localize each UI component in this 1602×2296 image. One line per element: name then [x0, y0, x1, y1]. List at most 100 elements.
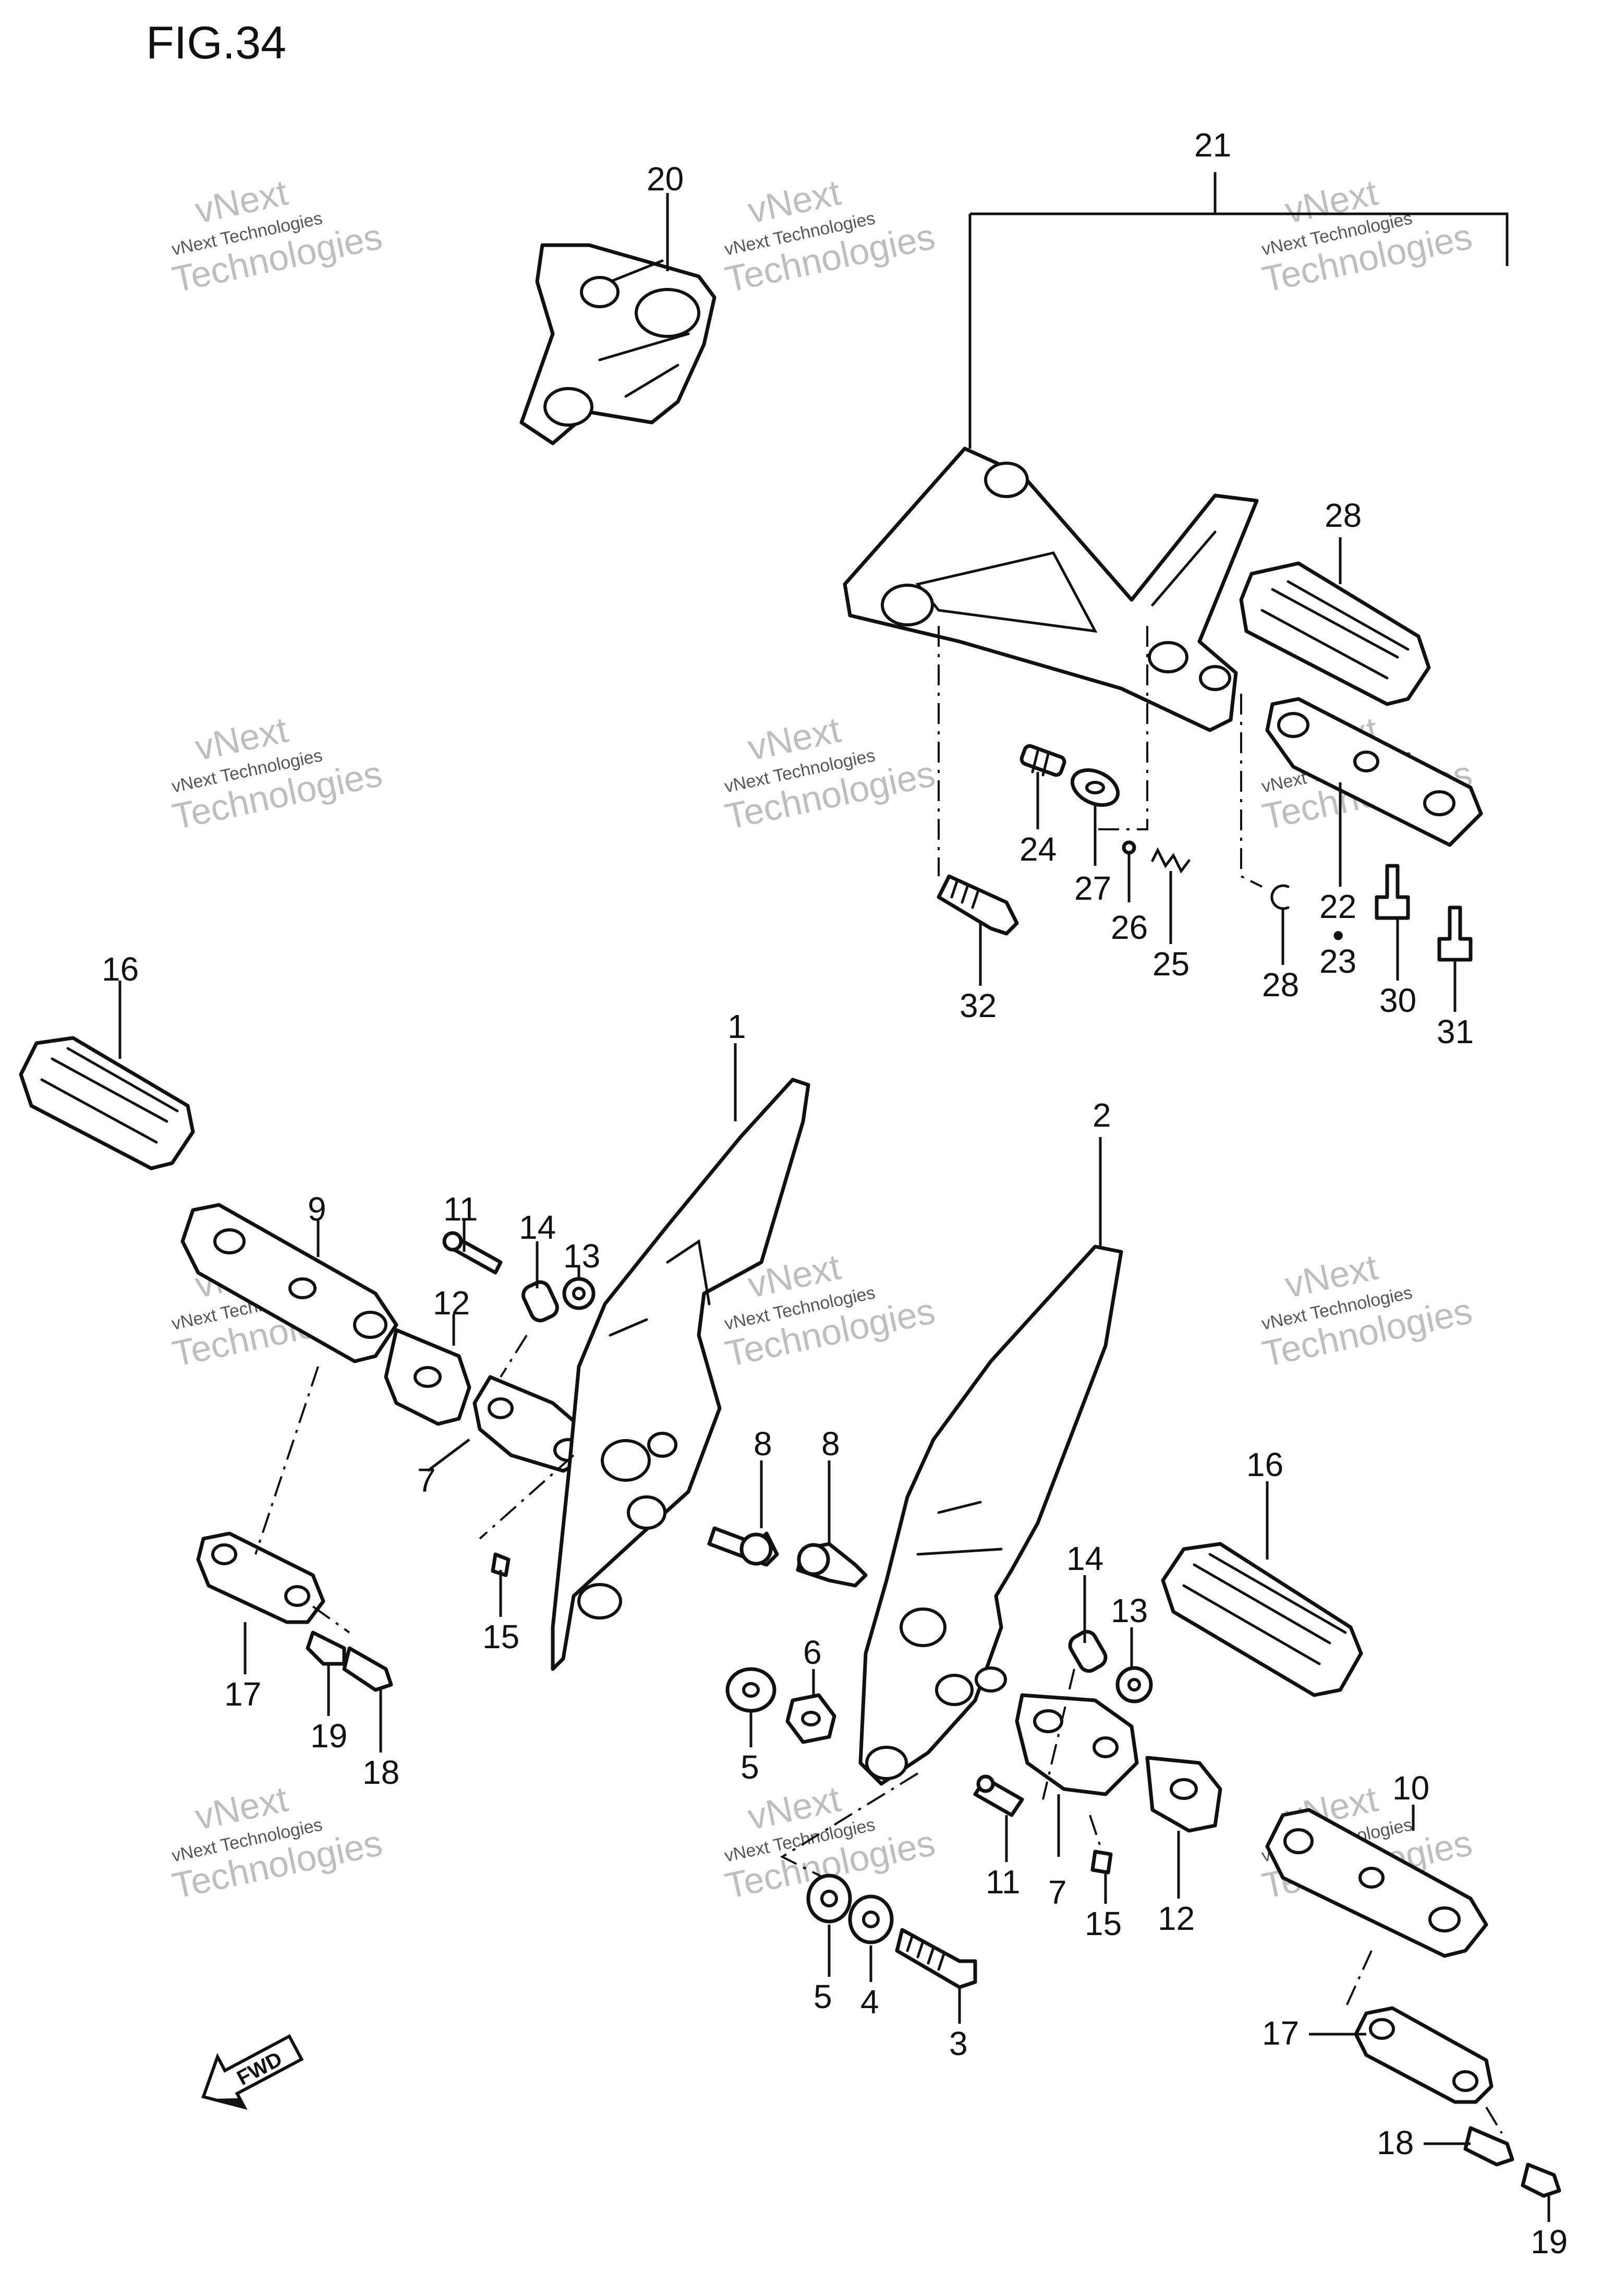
part-5-washer-a — [725, 1667, 776, 1713]
callout-4: 4 — [860, 1983, 879, 2021]
part-11-pin-right — [973, 1774, 1024, 1817]
callout-19-left: 19 — [310, 1717, 347, 1755]
part-8-bolt-a — [707, 1526, 779, 1567]
callout-25: 25 — [1152, 945, 1190, 983]
callout-32: 32 — [960, 987, 997, 1024]
callout-30: 30 — [1379, 982, 1416, 1019]
callout-8-a: 8 — [754, 1425, 772, 1463]
part-9-footpeg-left — [180, 1203, 398, 1363]
part-5-washer-b — [806, 1874, 852, 1924]
watermark: vNext vNext Technologies Technologies — [169, 172, 386, 300]
callout-11-right: 11 — [986, 1863, 1020, 1901]
part-30-screw — [1375, 864, 1410, 920]
callout-13-right: 13 — [1111, 1592, 1148, 1629]
callout-28: 28 — [1262, 966, 1299, 1004]
callout-8-b: 8 — [821, 1425, 840, 1463]
callout-3: 3 — [949, 2025, 968, 2062]
part-1-bracket — [551, 1078, 810, 1671]
callout-labels: 20 21 28 22 • 23 24 27 26 25 28 30 31 32… — [102, 126, 1568, 2261]
callout-6: 6 — [803, 1634, 822, 1671]
callout-26: 26 — [1111, 909, 1148, 946]
part-8-bolt-b — [796, 1542, 868, 1588]
callout-11-left: 11 — [443, 1190, 478, 1228]
part-10-footpeg-right — [1265, 1808, 1488, 1958]
part-4-washer — [848, 1894, 894, 1944]
part-24-bolt — [1020, 744, 1066, 777]
part-22-footpeg — [1265, 697, 1483, 847]
watermark: vNext vNext Technologies Technologies — [169, 1779, 386, 1906]
part-3-bolt — [895, 1928, 977, 1989]
part-14-collar-right — [1068, 1629, 1108, 1673]
callout-29: 28 — [1325, 497, 1362, 534]
part-12-bracket-left — [384, 1328, 471, 1426]
part-14-collar-left — [521, 1280, 559, 1323]
callout-18-left: 18 — [362, 1754, 399, 1791]
callout-5-b: 5 — [814, 1978, 832, 2015]
part-12-bracket-right — [1145, 1756, 1222, 1833]
callout-22: 22 — [1319, 888, 1356, 925]
part-17-plate-right — [1354, 2006, 1494, 2104]
part-25-spring — [1151, 847, 1191, 874]
part-31-screw — [1437, 905, 1473, 962]
figure-title: FIG.34 — [146, 17, 286, 68]
part-18-screw-left — [342, 1646, 393, 1692]
part-13-nut-left — [562, 1277, 596, 1310]
watermark: vNext vNext Technologies Technologies — [1259, 1247, 1476, 1374]
part-29-footpeg-rubber — [1239, 561, 1431, 706]
part-20-bracket — [519, 243, 717, 445]
callout-17-left: 17 — [224, 1675, 261, 1713]
part-28-clip — [1270, 884, 1290, 910]
callout-21: 21 — [1194, 126, 1231, 164]
callout-dot: • — [1332, 916, 1344, 954]
callout-5-a: 5 — [741, 1748, 759, 1786]
callout-14-right: 14 — [1066, 1540, 1103, 1577]
callout-16-right: 16 — [1246, 1446, 1283, 1483]
part-32-bolt — [937, 874, 1019, 936]
callout-12-left: 12 — [433, 1284, 470, 1322]
callout-15-right: 15 — [1085, 1905, 1122, 1942]
fwd-direction-arrow: FWD — [201, 2034, 304, 2110]
callout-10: 10 — [1392, 1769, 1429, 1807]
part-21-bracket-assembly — [843, 446, 1259, 732]
leader-lines — [118, 193, 1550, 2222]
part-7-holder-left — [472, 1375, 591, 1473]
watermark: vNext vNext Technologies Technologies — [722, 709, 939, 837]
callout-13-left: 13 — [563, 1237, 600, 1275]
callout-20: 20 — [647, 160, 684, 198]
part-13-nut-right — [1115, 1666, 1153, 1703]
callout-19-right: 19 — [1531, 2223, 1568, 2261]
part-15-clip-right — [1090, 1850, 1113, 1875]
part-15-clip-left — [491, 1552, 511, 1577]
assembly-lines — [254, 626, 1503, 2134]
callout-2: 2 — [1093, 1096, 1111, 1134]
callout-17-right: 17 — [1262, 2014, 1299, 2052]
callout-31: 31 — [1437, 1013, 1474, 1050]
part-16-footpeg-rubber-left — [19, 1036, 195, 1170]
callout-21-bracket — [968, 172, 1509, 449]
part-27-washer — [1070, 768, 1120, 807]
part-11-pin-left — [442, 1231, 503, 1275]
callout-9: 9 — [308, 1190, 326, 1228]
part-16-footpeg-rubber-right — [1161, 1542, 1363, 1697]
callout-16-left: 16 — [102, 950, 139, 988]
callout-7-left: 7 — [417, 1461, 436, 1499]
part-19-screw-right — [1521, 2162, 1561, 2198]
part-19-screw-left — [306, 1630, 346, 1666]
callout-15-left: 15 — [482, 1618, 519, 1655]
watermark: vNext vNext Technologies Technologies — [722, 172, 939, 300]
callout-27: 27 — [1074, 869, 1111, 907]
part-2-bracket — [858, 1244, 1123, 1786]
callout-14-left: 14 — [519, 1209, 556, 1246]
callout-12-right: 12 — [1158, 1900, 1195, 1937]
callout-23: 23 — [1319, 942, 1356, 980]
part-6-nut — [785, 1693, 836, 1744]
watermark: vNext vNext Technologies Technologies — [1259, 172, 1476, 300]
callout-1: 1 — [727, 1008, 746, 1045]
part-7-holder-right — [1015, 1693, 1139, 1796]
callout-24: 24 — [1020, 830, 1057, 868]
watermark: vNext vNext Technologies Technologies — [169, 709, 386, 837]
callout-7-right: 7 — [1048, 1874, 1067, 1911]
part-26-ball — [1122, 840, 1136, 855]
part-17-plate-left — [196, 1531, 325, 1624]
